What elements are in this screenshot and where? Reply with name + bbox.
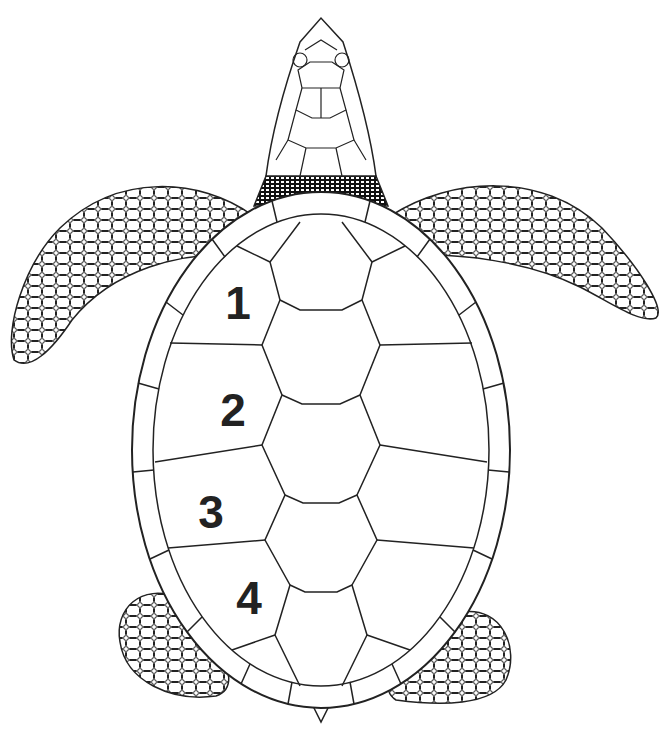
costal-scutes <box>155 246 487 650</box>
callout-number: 2 <box>220 387 246 433</box>
carapace-inner-edge <box>153 214 489 686</box>
callout-number: 1 <box>225 280 251 326</box>
marginal-scutes <box>133 201 509 704</box>
callout-number: 3 <box>198 489 224 535</box>
vertebral-scutes <box>262 222 380 686</box>
head-scales <box>276 40 366 176</box>
callout-number: 4 <box>236 575 262 621</box>
carapace <box>132 192 510 708</box>
head <box>266 18 376 176</box>
